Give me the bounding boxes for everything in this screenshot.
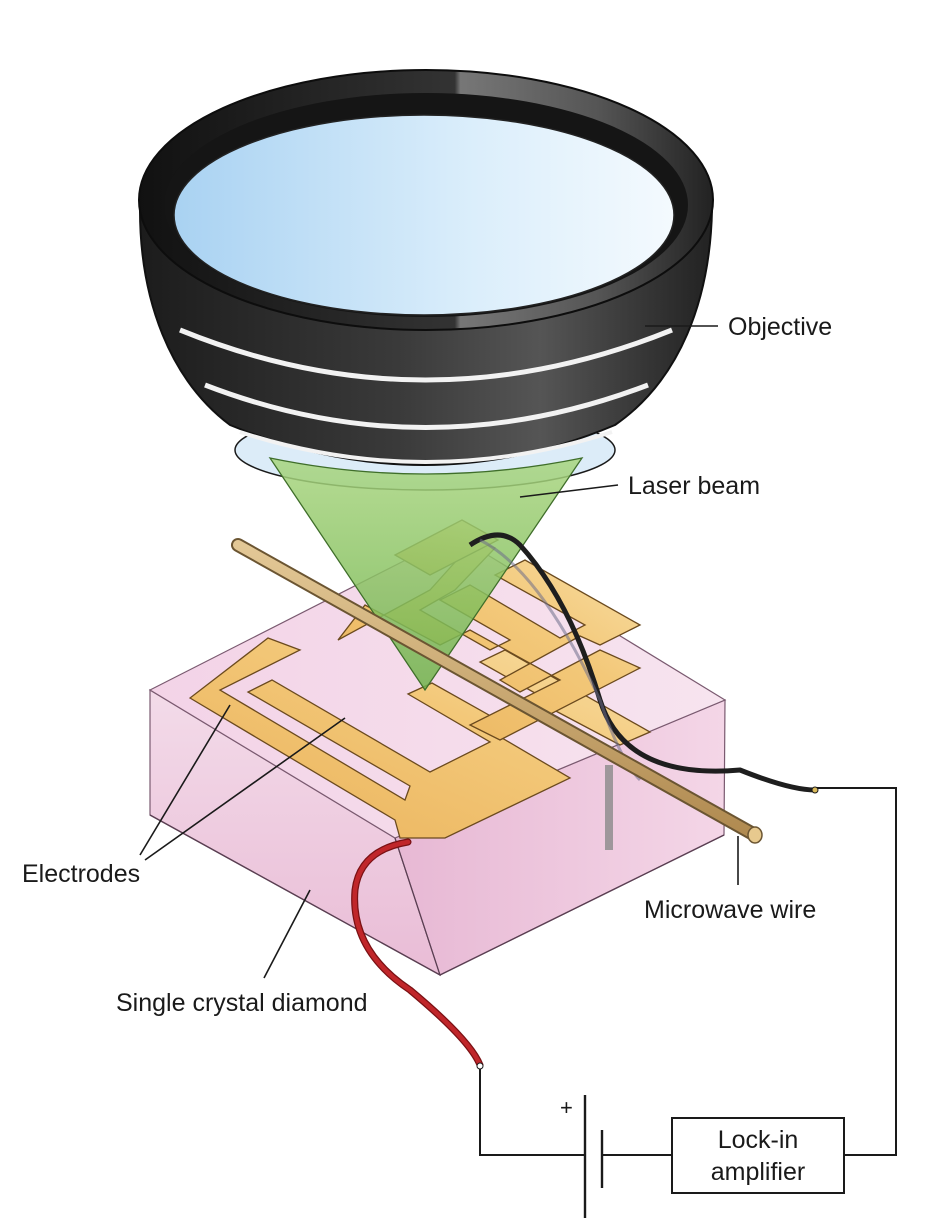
label-amplifier-line1: Lock-in <box>718 1126 799 1154</box>
objective <box>139 70 713 490</box>
label-microwave-wire: Microwave wire <box>644 896 816 924</box>
leader-diamond <box>264 890 310 978</box>
ground-post <box>605 765 613 850</box>
label-diamond: Single crystal diamond <box>116 989 368 1017</box>
objective-lens-glass <box>174 115 674 315</box>
label-objective: Objective <box>728 313 832 341</box>
label-electrodes: Electrodes <box>22 860 140 888</box>
microwave-wire-tip <box>748 827 762 843</box>
label-amplifier-line2: amplifier <box>711 1158 805 1186</box>
label-battery-plus: + <box>560 1095 573 1120</box>
label-laser-beam: Laser beam <box>628 472 760 500</box>
circuit-wire-right <box>815 788 896 1155</box>
